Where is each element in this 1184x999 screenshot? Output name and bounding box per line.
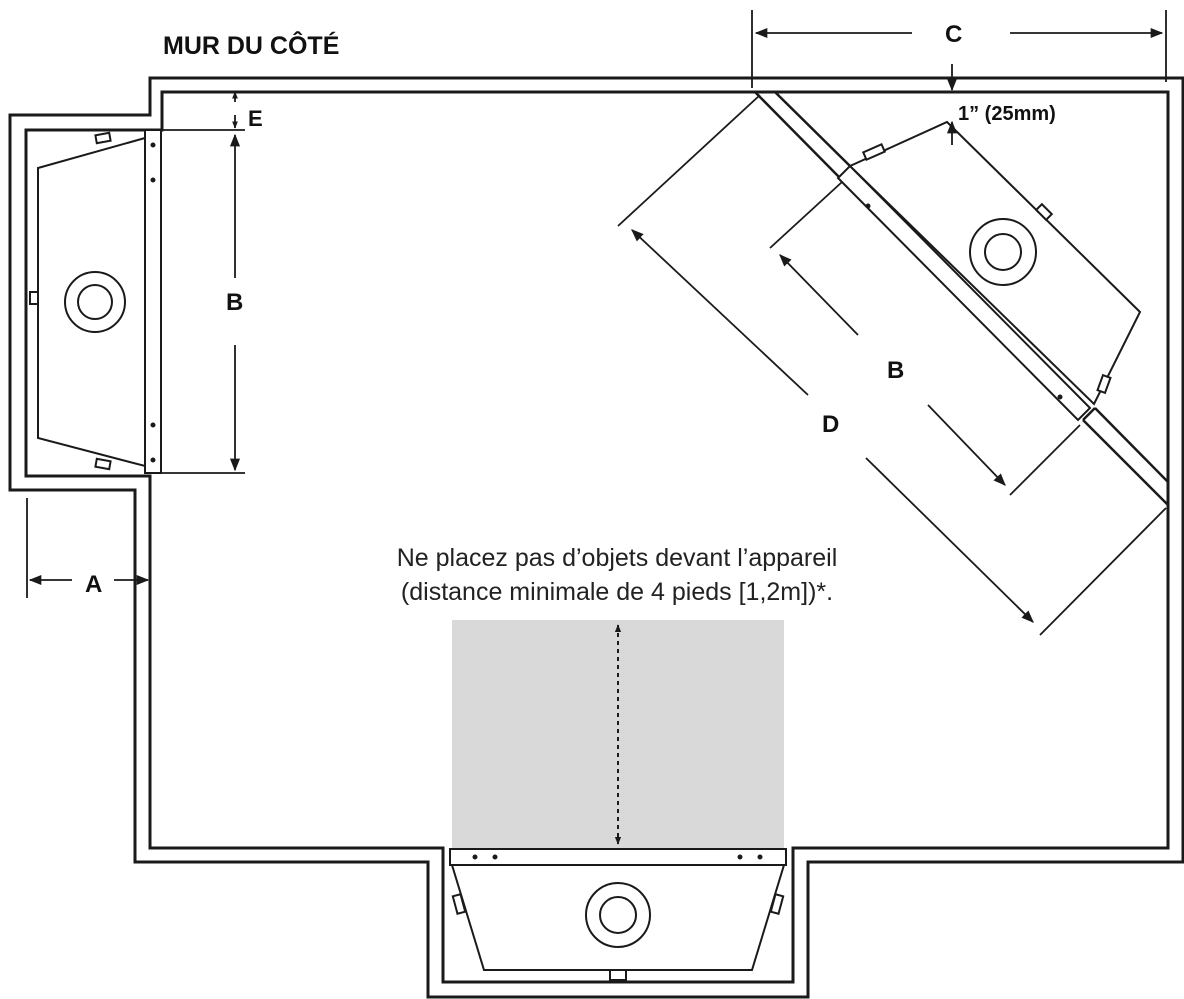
label-b-left: B <box>226 289 243 316</box>
dimension-b-corner <box>769 181 1081 496</box>
page-title: MUR DU CÔTÉ <box>163 30 339 60</box>
clear-zone <box>452 620 784 848</box>
vent-circle-icon <box>585 882 651 948</box>
label-e: E <box>248 106 263 131</box>
bottom-fireplace-unit <box>449 848 787 981</box>
clearance-note-line2: (distance minimale de 4 pieds [1,2m])*. <box>401 578 833 606</box>
dimension-d <box>617 94 1167 636</box>
label-d: D <box>822 411 839 438</box>
vent-circle-icon <box>64 271 126 333</box>
corner-fireplace-unit <box>836 120 1142 422</box>
label-clearance: 1” (25mm) <box>958 103 1056 125</box>
corner-enclosure <box>754 91 1169 506</box>
dimension-b-left <box>162 129 245 474</box>
room-inner-wall <box>24 90 1170 984</box>
label-a: A <box>85 571 102 598</box>
clearance-note-line1: Ne placez pas d’objets devant l’appareil <box>397 544 838 572</box>
dimension-c <box>751 10 1167 88</box>
label-b-corner: B <box>887 357 904 384</box>
room-outer-wall <box>8 76 1184 999</box>
dimension-a <box>26 498 150 598</box>
left-fireplace-unit <box>29 129 162 474</box>
vent-circle-icon <box>969 218 1037 286</box>
label-c: C <box>945 21 962 48</box>
